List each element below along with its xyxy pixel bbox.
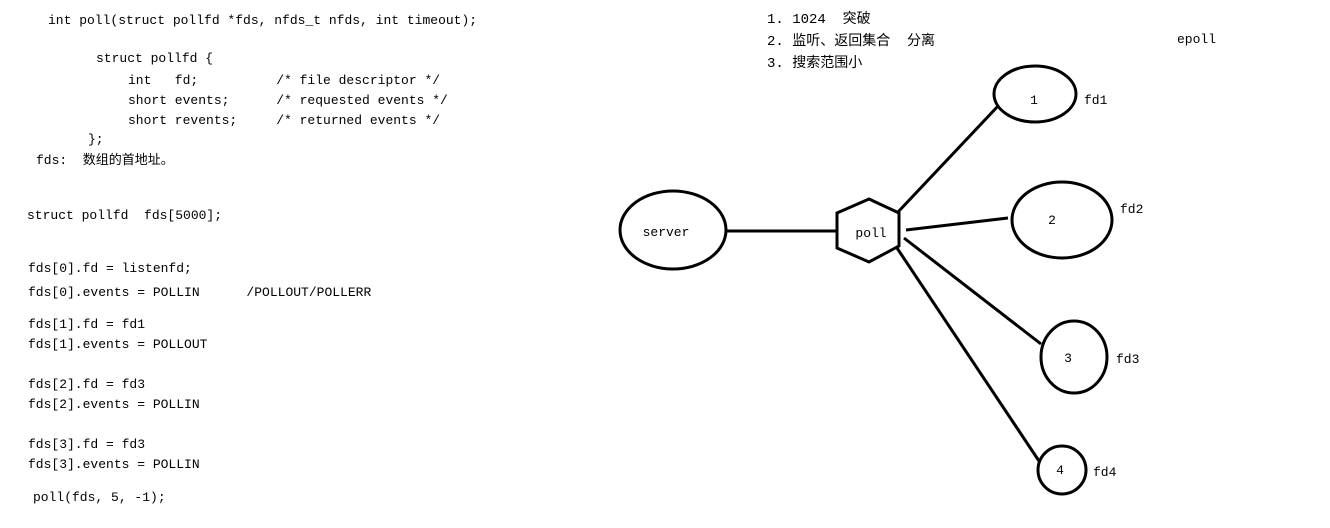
epoll-label: epoll — [1177, 32, 1217, 47]
code-line-fds0-events: fds[0].events = POLLIN /POLLOUT/POLLERR — [28, 285, 372, 300]
code-line-fds3-fd: fds[3].fd = fd3 — [28, 437, 146, 452]
code-line-struct-fd: int fd; /* file descriptor */ — [128, 73, 441, 88]
code-line-fds-note: fds: 数组的首地址。 — [36, 153, 174, 168]
code-line-fds2-fd: fds[2].fd = fd3 — [28, 377, 146, 392]
code-line-poll-call: poll(fds, 5, -1); — [33, 490, 166, 505]
client-node-4-shape — [1036, 444, 1088, 496]
code-line-fds-array: struct pollfd fds[5000]; — [27, 208, 223, 223]
code-line-fds2-events: fds[2].events = POLLIN — [28, 397, 200, 412]
code-line-poll-prototype: int poll(struct pollfd *fds, nfds_t nfds… — [48, 13, 478, 28]
note-item-2: 2. 监听、返回集合 分离 — [767, 34, 936, 50]
server-node-label: server — [643, 225, 690, 240]
code-line-struct-close: }; — [88, 132, 104, 147]
client-node-2-fd-label: fd2 — [1120, 202, 1143, 217]
poll-hub-label: poll — [855, 226, 886, 241]
edge-poll-fd1 — [896, 103, 1001, 214]
code-line-fds3-events: fds[3].events = POLLIN — [28, 457, 200, 472]
client-node-3-shape — [1039, 319, 1109, 395]
client-node-4-fd-label: fd4 — [1093, 465, 1117, 480]
code-line-struct-events: short events; /* requested events */ — [128, 93, 448, 108]
note-item-3: 3. 搜索范围小 — [767, 56, 863, 72]
code-line-fds0-fd: fds[0].fd = listenfd; — [28, 261, 192, 276]
client-node-4-number: 4 — [1056, 463, 1064, 478]
edge-poll-fd4 — [895, 247, 1041, 462]
client-node-1-shape — [992, 64, 1078, 124]
server-node-shape — [618, 189, 728, 271]
note-item-1: 1. 1024 突破 — [767, 12, 871, 28]
edge-poll-fd3 — [903, 236, 1042, 346]
client-node-3-fd-label: fd3 — [1116, 352, 1139, 367]
client-node-2-number: 2 — [1048, 213, 1056, 228]
code-line-fds1-events: fds[1].events = POLLOUT — [28, 337, 208, 352]
edge-poll-fd2 — [905, 216, 1009, 232]
client-node-1-number: 1 — [1030, 93, 1038, 108]
code-line-struct-revents: short revents; /* returned events */ — [128, 113, 441, 128]
client-node-1-fd-label: fd1 — [1084, 93, 1108, 108]
client-node-2-shape — [1010, 180, 1114, 260]
code-line-fds1-fd: fds[1].fd = fd1 — [28, 317, 146, 332]
code-line-struct-open: struct pollfd { — [96, 51, 214, 66]
poll-hub-shape — [835, 197, 901, 264]
client-node-3-number: 3 — [1064, 351, 1072, 366]
